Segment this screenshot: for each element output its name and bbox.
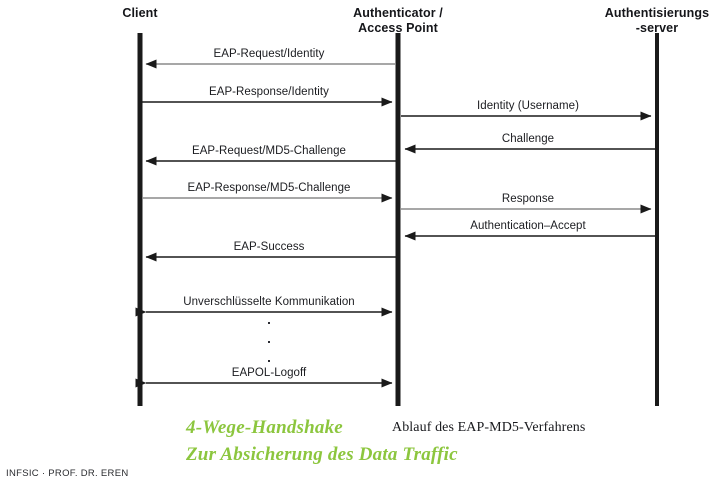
message-label-identity-username: Identity (Username) [477, 100, 579, 112]
ellipsis-dot-1 [268, 322, 270, 324]
message-label-unverschluesselte-kommunikation: Unverschlüsselte Kommunikation [183, 296, 355, 308]
caption-green-line1: 4-Wege-Handshake [186, 417, 343, 438]
actor-label-authenticator: Authenticator / Access Point [353, 6, 443, 35]
message-label-eap-request-identity: EAP-Request/Identity [213, 48, 325, 60]
message-label-eap-response-md5-challenge: EAP-Response/MD5-Challenge [187, 182, 351, 194]
footer-credit: INFSIC · PROF. DR. EREN [6, 468, 129, 479]
message-label-eap-response-identity: EAP-Response/Identity [209, 86, 329, 98]
caption-black-title: Ablauf des EAP-MD5-Verfahrens [392, 420, 586, 435]
message-label-eap-success: EAP-Success [233, 241, 305, 253]
ellipsis-dot-3 [268, 360, 270, 362]
message-label-response: Response [501, 193, 555, 205]
actor-label-auth-server: Authentisierungs -server [604, 6, 710, 35]
ellipsis-dot-2 [268, 341, 270, 343]
lifelines [137, 33, 659, 406]
actor-label-client: Client [122, 6, 158, 20]
message-label-authentication-accept: Authentication–Accept [470, 220, 586, 232]
message-label-eap-request-md5-challenge: EAP-Request/MD5-Challenge [191, 145, 347, 157]
message-arrows [135, 59, 655, 388]
message-label-challenge: Challenge [501, 133, 555, 145]
caption-green-line2: Zur Absicherung des Data Traffic [186, 444, 458, 465]
message-label-eapol-logoff: EAPOL-Logoff [231, 367, 307, 379]
